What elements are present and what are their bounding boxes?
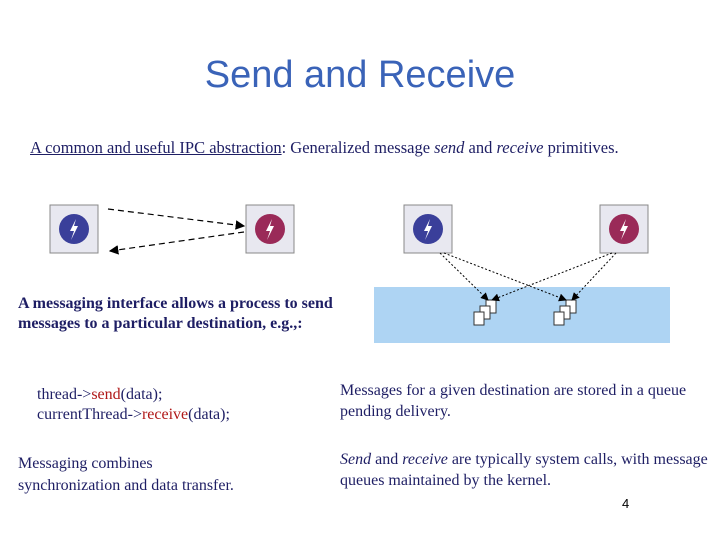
messaging-interface-text: A messaging interface allows a process t… — [18, 295, 333, 332]
send-arrow-q2b — [571, 252, 617, 301]
code-example: thread->send(data); currentThread->recei… — [37, 385, 230, 425]
reply-arrow-left — [108, 231, 245, 255]
kernel-queue-area — [374, 287, 670, 343]
slide-title: Send and Receive — [204, 54, 516, 96]
intro-line: A common and useful IPC abstraction: Gen… — [30, 138, 619, 157]
send-arrow-q1b — [491, 252, 613, 302]
thread-box-left-1 — [49, 204, 99, 254]
code-line-send: thread->send(data); — [37, 386, 163, 403]
combines-text: Messaging combines synchronization and d… — [18, 455, 234, 494]
send-arrow-q2 — [443, 252, 567, 302]
syscall-description: Send and receive are typically system ca… — [340, 451, 708, 489]
page-number: 4 — [622, 496, 630, 511]
receive-word: receive — [496, 138, 544, 157]
send-word: send — [434, 138, 465, 157]
thread-box-right-1 — [403, 204, 453, 254]
ipc-abstraction-phrase: A common and useful IPC abstraction — [30, 138, 282, 157]
message-queue-2 — [553, 299, 577, 326]
message-queue-1 — [473, 299, 497, 326]
code-line-receive: currentThread->receive(data); — [37, 406, 230, 423]
send-arrow-q1 — [439, 252, 489, 301]
queue-description: Messages for a given destination are sto… — [340, 382, 687, 420]
thread-box-left-2 — [245, 204, 295, 254]
thread-box-right-2 — [599, 204, 649, 254]
send-arrow-left — [107, 208, 246, 230]
